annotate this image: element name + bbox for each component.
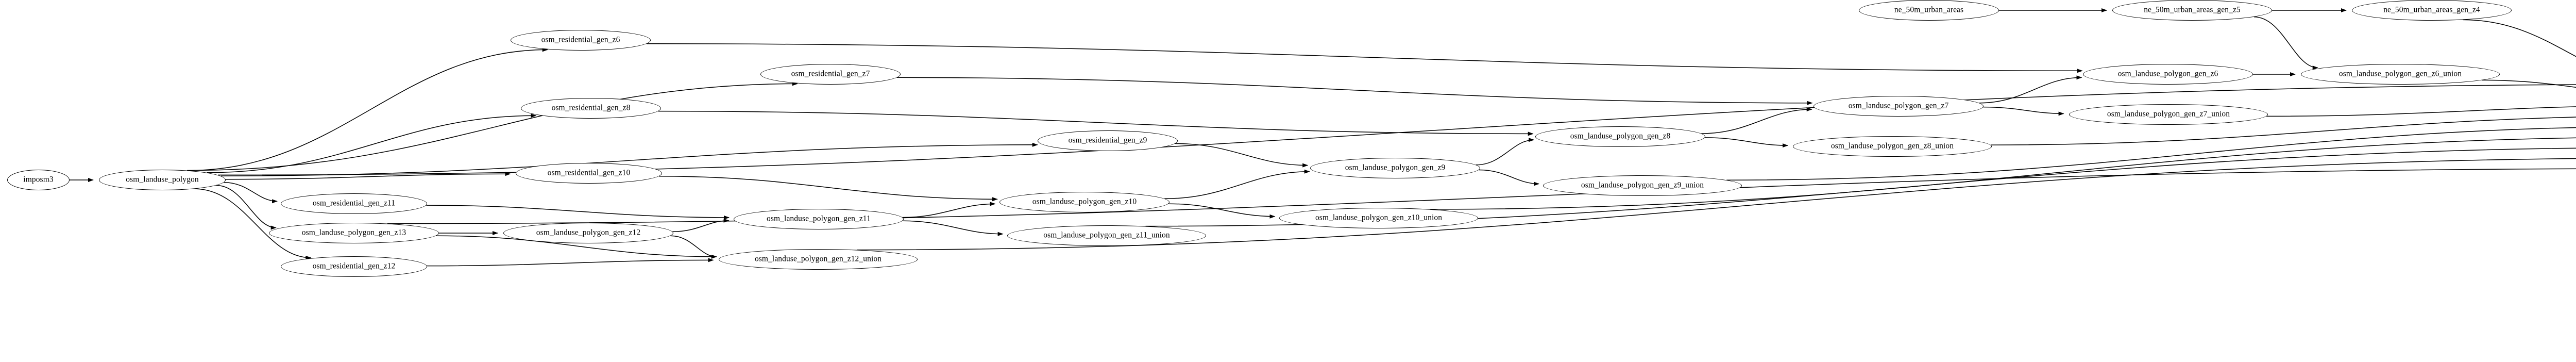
graph-node-label: ne_50m_urban_areas (1894, 5, 1964, 14)
graph-node-osm-landuse-polygon-gen-z6-union[interactable]: osm_landuse_polygon_gen_z6_union (2301, 64, 2500, 85)
graph-node-osm-landuse-polygon-gen-z13[interactable]: osm_landuse_polygon_gen_z13 (269, 223, 439, 243)
graph-edge-osm-residential-gen-z9-to-osm-landuse-polygon-gen-z9 (1175, 143, 1309, 168)
graph-edge-ne-50m-urban-areas-gen-z4-to-layer-landuse (2463, 19, 2576, 57)
graph-node-ne-50m-urban-areas-gen-z5[interactable]: ne_50m_urban_areas_gen_z5 (2112, 0, 2272, 21)
graph-edge-osm-landuse-polygon-to-osm-residential-gen-z8 (207, 113, 537, 173)
graph-node-label: osm_residential_gen_z12 (312, 261, 396, 271)
graph-node-label: osm_landuse_polygon_gen_z9_union (1581, 180, 1704, 190)
graph-edge-osm-landuse-polygon-gen-z13-to-layer-landuse (387, 168, 2576, 224)
graph-node-label: osm_residential_gen_z9 (1068, 136, 1147, 145)
graph-edge-osm-landuse-polygon-to-osm-residential-gen-z11 (224, 182, 278, 204)
graph-node-osm-landuse-polygon-gen-z11[interactable]: osm_landuse_polygon_gen_z11 (734, 209, 904, 229)
graph-node-label: osm_residential_gen_z8 (551, 103, 631, 112)
graph-node-osm-landuse-polygon-gen-z9[interactable]: osm_landuse_polygon_gen_z9 (1310, 158, 1480, 178)
graph-node-osm-landuse-polygon-gen-z11-union[interactable]: osm_landuse_polygon_gen_z11_union (1007, 225, 1206, 246)
graph-node-osm-landuse-polygon-gen-z12[interactable]: osm_landuse_polygon_gen_z12 (503, 223, 673, 243)
graph-node-label: imposm3 (23, 175, 54, 184)
graph-node-label: osm_landuse_polygon_gen_z11 (767, 214, 871, 223)
graph-node-osm-residential-gen-z10[interactable]: osm_residential_gen_z10 (516, 163, 662, 184)
graph-node-label: osm_landuse_polygon_gen_z13 (301, 228, 406, 237)
graph-edge-osm-landuse-polygon-gen-z13-to-osm-landuse-polygon-gen-z12-union (436, 235, 717, 259)
graph-node-osm-landuse-polygon-gen-z6[interactable]: osm_landuse_polygon_gen_z6 (2083, 64, 2253, 85)
graph-node-imposm3[interactable]: imposm3 (7, 170, 70, 190)
graph-edge-osm-landuse-polygon-gen-z12-to-osm-landuse-polygon-gen-z12-union (670, 235, 717, 259)
graph-edge-osm-landuse-polygon-gen-z10-to-osm-landuse-polygon-gen-z9 (1164, 169, 1310, 200)
graph-node-osm-residential-gen-z6[interactable]: osm_residential_gen_z6 (511, 30, 651, 51)
graph-node-osm-landuse-polygon-gen-z10[interactable]: osm_landuse_polygon_gen_z10 (999, 192, 1170, 212)
graph-edge-osm-landuse-polygon-to-osm-residential-gen-z7 (187, 81, 798, 171)
graph-node-ne-50m-urban-areas[interactable]: ne_50m_urban_areas (1859, 0, 1999, 21)
graph-edge-osm-residential-gen-z7-to-osm-landuse-polygon-gen-z7 (896, 77, 1813, 105)
graph-node-osm-residential-gen-z7[interactable]: osm_residential_gen_z7 (760, 64, 901, 85)
graph-node-label: osm_residential_gen_z6 (541, 35, 620, 44)
graph-edge-osm-landuse-polygon-gen-z10-union-to-layer-landuse (1430, 137, 2576, 210)
graph-node-label: osm_landuse_polygon_gen_z8_union (1831, 141, 1954, 151)
graph-node-osm-landuse-polygon-gen-z10-union[interactable]: osm_landuse_polygon_gen_z10_union (1279, 208, 1478, 228)
graph-edge-osm-landuse-polygon-to-layer-landuse (217, 84, 2576, 176)
graph-edge-osm-landuse-polygon-gen-z8-to-osm-landuse-polygon-gen-z7 (1701, 107, 1812, 134)
graph-node-osm-landuse-polygon-gen-z12-union[interactable]: osm_landuse_polygon_gen_z12_union (719, 249, 918, 270)
graph-node-osm-landuse-polygon-gen-z8[interactable]: osm_landuse_polygon_gen_z8 (1535, 126, 1705, 147)
graph-node-osm-residential-gen-z8[interactable]: osm_residential_gen_z8 (521, 98, 661, 119)
graph-edge-osm-landuse-polygon-to-osm-residential-gen-z12 (194, 188, 312, 260)
graph-edge-osm-residential-gen-z12-to-osm-landuse-polygon-gen-z12-union (427, 258, 714, 267)
graph-node-label: osm_landuse_polygon_gen_z7 (1848, 101, 1949, 110)
graph-edge-osm-landuse-polygon-gen-z6-union-to-layer-landuse (2482, 79, 2576, 88)
graph-node-ne-50m-urban-areas-gen-z4[interactable]: ne_50m_urban_areas_gen_z4 (2352, 0, 2512, 21)
graph-edge-osm-landuse-polygon-gen-z12-to-osm-landuse-polygon-gen-z11 (672, 218, 730, 232)
graph-node-osm-landuse-polygon-gen-z7-union[interactable]: osm_landuse_polygon_gen_z7_union (2069, 104, 2268, 125)
graph-edge-osm-landuse-polygon-gen-z8-union-to-layer-landuse (1990, 117, 2576, 145)
graph-node-osm-landuse-polygon-gen-z7[interactable]: osm_landuse_polygon_gen_z7 (1814, 96, 1984, 117)
graph-edge-osm-landuse-polygon-gen-z10-to-osm-landuse-polygon-gen-z10-union (1168, 203, 1276, 219)
graph-node-osm-residential-gen-z12[interactable]: osm_residential_gen_z12 (281, 256, 427, 277)
graph-node-osm-landuse-polygon-gen-z8-union[interactable]: osm_landuse_polygon_gen_z8_union (1793, 136, 1992, 157)
graph-edge-ne-50m-urban-areas-gen-z5-to-osm-landuse-polygon-gen-z6-union (2253, 16, 2318, 70)
graph-node-label: osm_residential_gen_z7 (791, 69, 870, 78)
graph-node-label: osm_landuse_polygon_gen_z6 (2117, 69, 2218, 78)
graph-edge-osm-residential-gen-z10-to-osm-landuse-polygon-gen-z10 (659, 175, 998, 202)
graph-edge-osm-landuse-polygon-gen-z12-union-to-layer-landuse (857, 158, 2576, 251)
graph-edge-osm-landuse-polygon-to-osm-residential-gen-z10 (225, 172, 511, 180)
graph-edge-osm-residential-gen-z6-to-osm-landuse-polygon-gen-z6 (646, 43, 2083, 73)
graph-node-label: ne_50m_urban_areas_gen_z5 (2144, 5, 2241, 14)
graph-node-osm-residential-gen-z11[interactable]: osm_residential_gen_z11 (281, 193, 427, 214)
graph-node-label: osm_landuse_polygon_gen_z10 (1032, 197, 1137, 206)
graph-edge-osm-landuse-polygon-to-osm-residential-gen-z6 (187, 47, 548, 171)
graph-edge-osm-landuse-polygon-gen-z7-union-to-layer-landuse (2266, 106, 2576, 117)
graph-edge-osm-landuse-polygon-to-osm-landuse-polygon-gen-z13 (216, 185, 277, 230)
graph-edge-osm-landuse-polygon-gen-z7-to-osm-landuse-polygon-gen-z6 (1979, 75, 2082, 104)
graph-edge-osm-landuse-polygon-gen-z8-to-osm-landuse-polygon-gen-z8-union (1705, 137, 1788, 148)
graph-node-label: osm_residential_gen_z10 (547, 168, 631, 177)
graph-edge-osm-landuse-polygon-gen-z9-to-osm-landuse-polygon-gen-z8 (1476, 138, 1535, 166)
graph-edge-osm-residential-gen-z8-to-osm-landuse-polygon-gen-z8 (658, 110, 1534, 136)
graph-node-label: ne_50m_urban_areas_gen_z4 (2383, 5, 2480, 14)
graph-edge-osm-landuse-polygon-gen-z11-to-osm-landuse-polygon-gen-z11-union (902, 220, 1004, 236)
graph-node-osm-landuse-polygon-gen-z9-union[interactable]: osm_landuse_polygon_gen_z9_union (1543, 175, 1742, 196)
graph-node-osm-landuse-polygon[interactable]: osm_landuse_polygon (99, 170, 226, 190)
graph-node-label: osm_landuse_polygon_gen_z8 (1570, 131, 1671, 141)
graph-edge-osm-landuse-polygon-gen-z9-to-osm-landuse-polygon-gen-z9-union (1479, 169, 1539, 186)
graph-edge-osm-landuse-polygon-gen-z9-union-to-layer-landuse (1726, 127, 2576, 181)
graph-node-label: osm_landuse_polygon_gen_z12 (536, 228, 641, 237)
graph-node-label: osm_landuse_polygon_gen_z10_union (1315, 213, 1443, 222)
graph-node-osm-residential-gen-z9[interactable]: osm_residential_gen_z9 (1038, 130, 1178, 151)
graph-edge-osm-landuse-polygon-gen-z11-to-osm-landuse-polygon-gen-z10 (902, 202, 996, 218)
graph-node-label: osm_landuse_polygon_gen_z6_union (2338, 69, 2462, 78)
graph-node-label: osm_landuse_polygon_gen_z9 (1345, 163, 1446, 172)
graph-node-label: osm_landuse_polygon_gen_z7_union (2107, 109, 2230, 119)
graph-node-label: osm_landuse_polygon (126, 175, 199, 184)
graph-node-label: osm_landuse_polygon_gen_z11_union (1043, 231, 1170, 240)
graph-edge-osm-landuse-polygon-gen-z7-to-osm-landuse-polygon-gen-z7-union (1983, 106, 2064, 116)
graph-node-label: osm_landuse_polygon_gen_z12_union (754, 254, 882, 264)
graph-edge-osm-residential-gen-z11-to-osm-landuse-polygon-gen-z11 (426, 205, 730, 220)
graph-node-label: osm_residential_gen_z11 (312, 199, 396, 208)
